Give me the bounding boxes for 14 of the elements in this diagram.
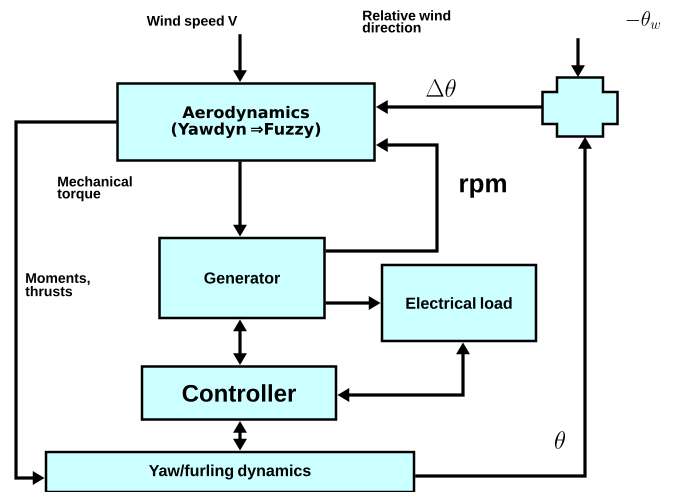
input-label: $-\theta_w$: [626, 11, 660, 29]
process-box: Aerodynamics (Yawdyn ⇒Fuzzy): [116, 82, 376, 162]
summing-junction: [541, 76, 619, 138]
annotation-label: Moments, thrusts: [25, 273, 90, 296]
process-box: Electrical load: [380, 264, 538, 342]
edge-label: $\theta$: [554, 431, 565, 449]
process-box: Generator: [158, 236, 326, 320]
annotation-label: Relative wind direction: [362, 10, 450, 32]
edge-label: rpm: [460, 178, 506, 198]
process-box: Controller: [140, 365, 338, 421]
annotation-label: Mechanical torque: [57, 176, 132, 202]
process-box: Yaw/furling dynamics: [44, 450, 416, 492]
input-label: Wind speed V: [146, 15, 238, 29]
edge-label: $\Delta\theta$: [426, 79, 456, 97]
